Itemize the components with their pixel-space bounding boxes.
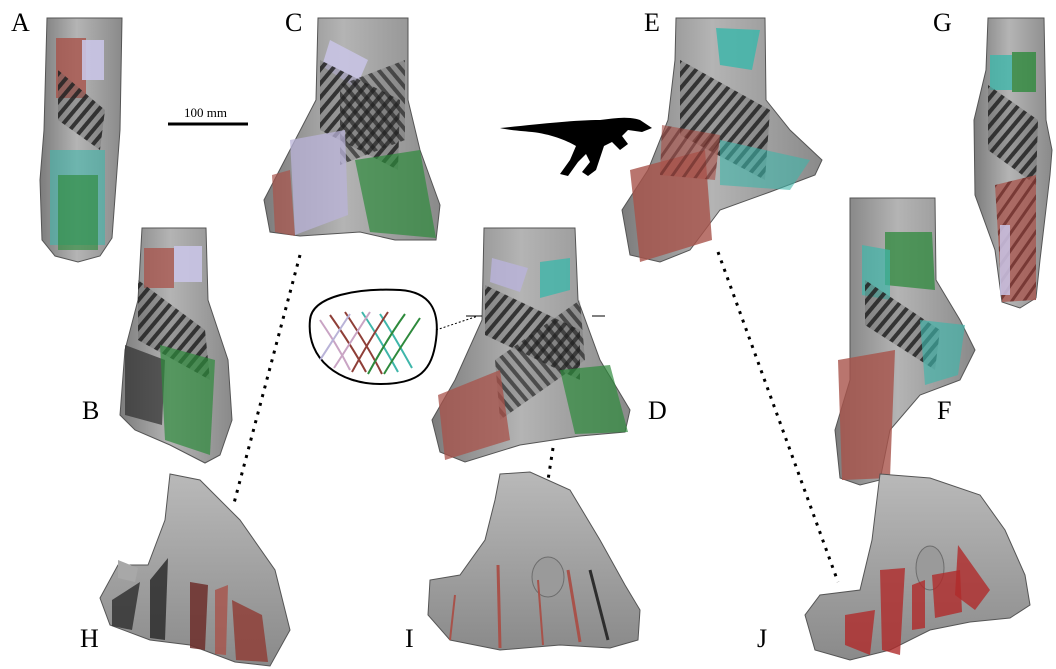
panel-label-h: H <box>80 626 99 652</box>
panel-label-b: B <box>82 398 99 424</box>
theropod-silhouette-icon <box>500 118 652 176</box>
panel-label-f: F <box>937 398 951 424</box>
panel-h-bone <box>100 474 290 666</box>
connector-e-j <box>718 252 838 582</box>
panel-label-a: A <box>11 10 30 36</box>
panel-i-bone <box>428 472 640 650</box>
panel-label-c: C <box>285 10 302 36</box>
panel-c-bone <box>264 18 440 240</box>
panel-d-bone <box>432 228 630 462</box>
scale-bar-label: 100 mm <box>184 105 227 121</box>
panel-e-bone <box>622 18 822 262</box>
panel-b-bone <box>120 228 232 463</box>
panel-label-i: I <box>405 626 414 652</box>
panel-label-d: D <box>648 398 667 424</box>
panel-label-g: G <box>933 10 952 36</box>
panel-label-j: J <box>757 626 767 652</box>
panel-a-bone <box>40 18 122 262</box>
panel-j-bone <box>805 474 1030 660</box>
connector-c-h <box>233 255 300 507</box>
panel-g-bone <box>974 18 1052 308</box>
panel-f-bone <box>835 198 975 485</box>
panel-label-e: E <box>644 10 660 36</box>
connector-d-i <box>548 448 553 480</box>
